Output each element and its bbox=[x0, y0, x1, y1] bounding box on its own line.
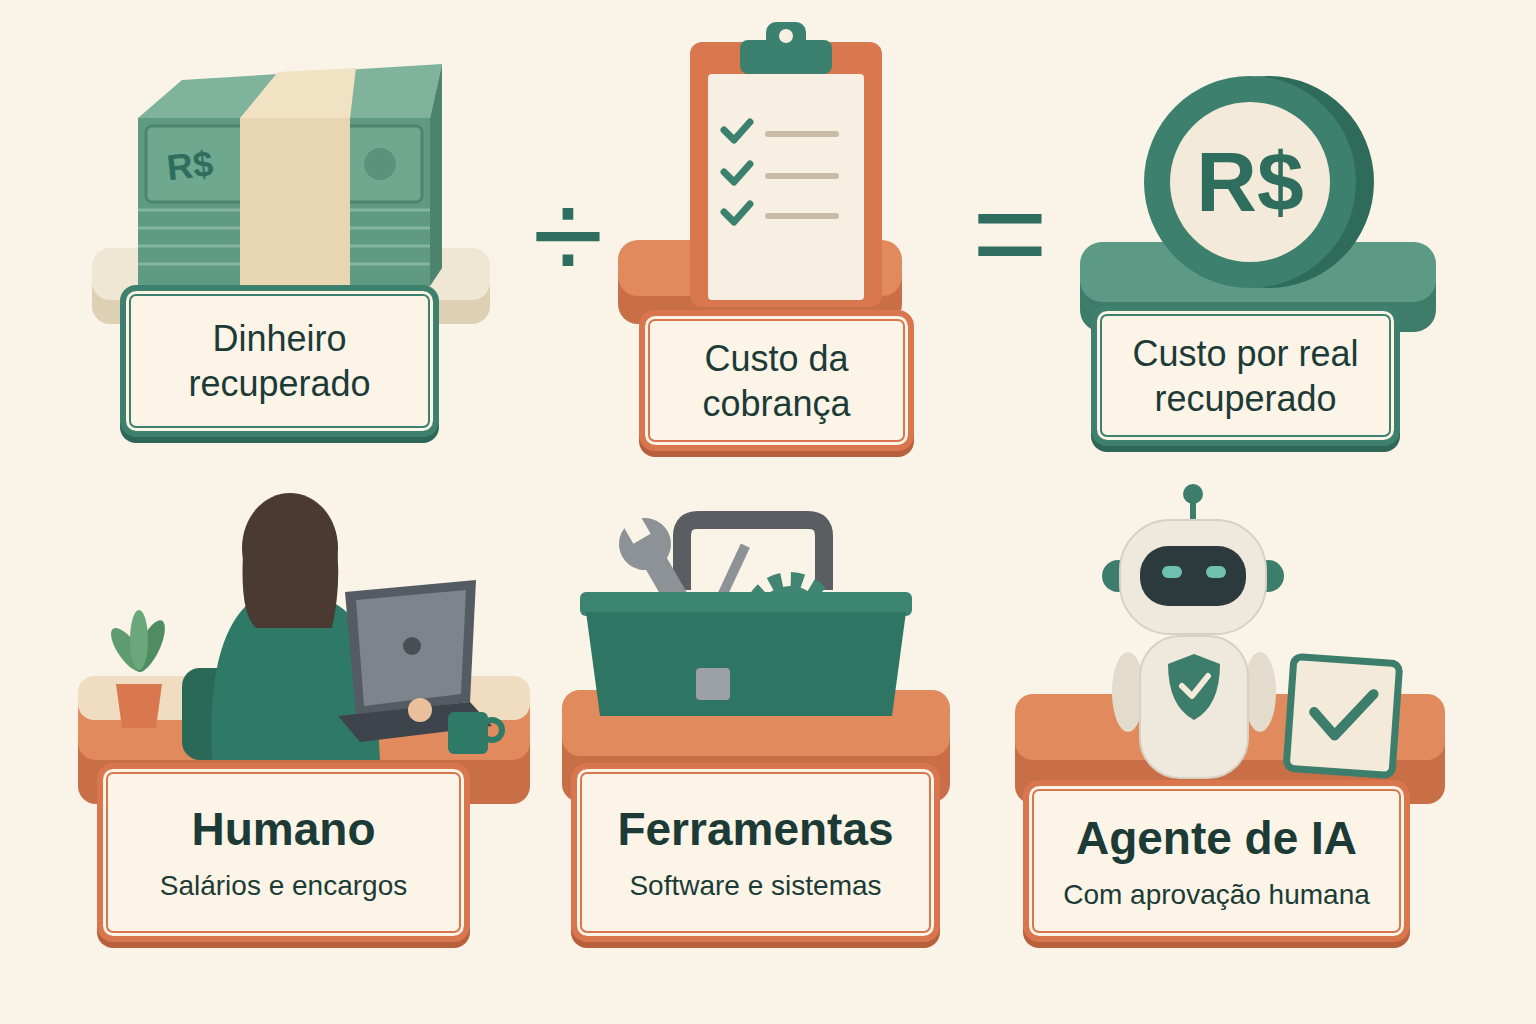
equals-sign: = bbox=[955, 168, 1065, 298]
formula-box: Custo por real recuperado bbox=[1091, 305, 1400, 446]
formula-box: Dinheiro recuperado bbox=[120, 285, 439, 437]
clipboard bbox=[618, 22, 902, 324]
cost-box: HumanoSalários e encargos bbox=[97, 763, 470, 942]
box-body: Com aprovação humana bbox=[1063, 878, 1370, 912]
cost-box: FerramentasSoftware e sistemas bbox=[571, 763, 940, 942]
currency-symbol: R$ bbox=[1130, 140, 1370, 224]
toolbox bbox=[562, 500, 950, 802]
robot bbox=[1015, 484, 1445, 804]
coin bbox=[1080, 76, 1436, 332]
box-heading: Humano bbox=[192, 802, 376, 857]
cost-box: Agente de IA Com aprovação humana bbox=[1023, 780, 1410, 942]
box-label: Custo por real recuperado bbox=[1113, 331, 1378, 421]
box-label: Dinheiro recuperado bbox=[144, 316, 415, 406]
box-heading: Agente de IA bbox=[1076, 811, 1357, 866]
box-label: Custo da cobrança bbox=[661, 336, 892, 426]
currency-symbol: R$ bbox=[148, 142, 232, 190]
person-at-desk bbox=[78, 493, 530, 804]
divide-sign: ÷ bbox=[518, 170, 618, 300]
box-body: Salários e encargos bbox=[160, 869, 407, 903]
box-body: Software e sistemas bbox=[629, 869, 881, 903]
box-heading: Ferramentas bbox=[617, 802, 893, 857]
formula-box: Custo da cobrança bbox=[639, 310, 914, 451]
